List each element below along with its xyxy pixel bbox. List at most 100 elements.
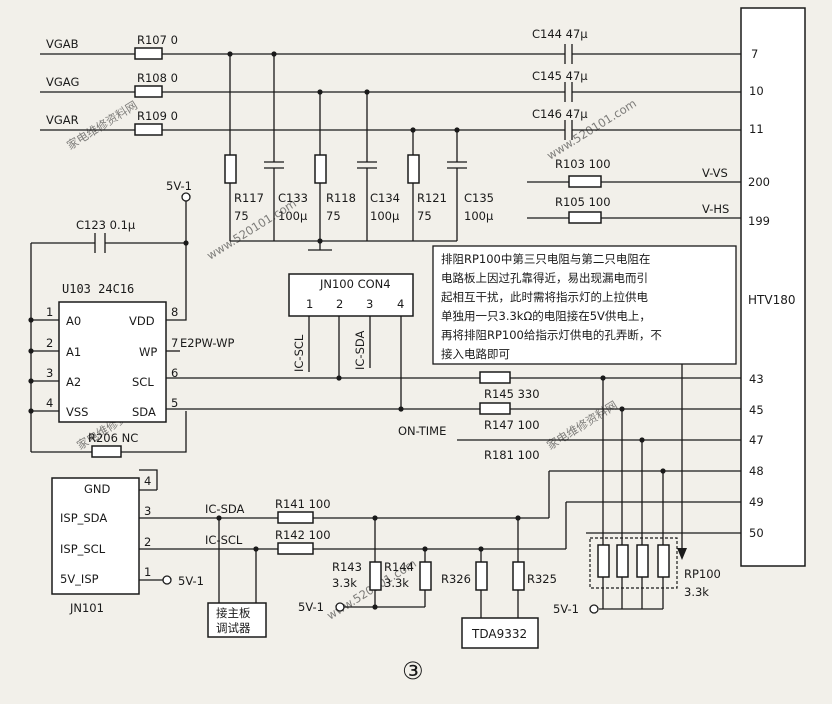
r143-value: 3.3k <box>332 576 357 590</box>
pin-name-scl: SCL <box>132 375 154 389</box>
pin-name-sda: SDA <box>132 405 156 419</box>
r107-label: R107 0 <box>137 33 178 47</box>
on-time-label: ON-TIME <box>398 424 446 438</box>
v-vs-label: V-VS <box>702 166 728 180</box>
resistor-r103 <box>568 175 602 188</box>
note-line: 再将排阻RP100给指示灯供电的孔弄断，不 <box>441 328 662 342</box>
resistor-r108 <box>134 85 163 98</box>
capacitor-c133 <box>264 161 284 169</box>
pin-number: 50 <box>749 526 764 540</box>
r103-label: R103 100 <box>555 157 611 171</box>
jn101-connector: GND ISP_SDA ISP_SCL 5V_ISP 4 3 2 1 JN101… <box>51 469 204 615</box>
resistor-r118 <box>314 154 327 184</box>
r144-label: R144 <box>384 560 414 574</box>
r109-label: R109 0 <box>137 109 178 123</box>
pin-number: 49 <box>749 495 764 509</box>
tda9332-chip <box>461 617 539 649</box>
r121-label: R121 <box>417 191 447 205</box>
pin-number: 7 <box>751 47 758 61</box>
capacitor-c144 <box>564 44 573 64</box>
pin-number: 199 <box>748 214 770 228</box>
v-hs-label: V-HS <box>702 202 729 216</box>
pin-name-isp-sda: ISP_SDA <box>60 511 107 525</box>
watermark-text: www.520101.com <box>204 196 299 262</box>
r121-value: 75 <box>417 209 432 223</box>
note-line: 排阻RP100中第三只电阻与第二只电阻在 <box>441 252 650 266</box>
pin-number: 3 <box>46 366 53 380</box>
pin-name-wp: WP <box>139 345 157 359</box>
r206-label: R206 NC <box>88 431 138 445</box>
mainboard-label: 接主板 <box>216 606 251 620</box>
htv-lower-wiring: R145 330 R147 100 R181 100 ON-TIME <box>398 364 741 560</box>
resistor-r105 <box>568 211 602 224</box>
r118-value: 75 <box>326 209 341 223</box>
note-line: 起相互干扰，此时需将指示灯的上拉供电 <box>441 290 648 304</box>
pin-number: 1 <box>306 297 313 311</box>
pin-number: 47 <box>749 433 764 447</box>
vgab-label: VGAB <box>46 37 79 51</box>
resistor-r325 <box>512 561 525 591</box>
r181-label: R181 100 <box>484 448 540 462</box>
htv180-pin-numbers: 7 10 11 200 199 43 45 47 48 49 50 <box>748 47 770 540</box>
htv180-label: HTV180 <box>748 293 795 307</box>
sync-inputs: R103 100 R105 100 V-VS V-HS <box>527 157 741 224</box>
capacitor-c135 <box>447 161 467 169</box>
resistor-r117 <box>224 154 237 184</box>
resistor-r145 <box>479 371 511 384</box>
vga-input-section: VGAB VGAG VGAR R107 0 R108 0 R109 0 C144… <box>40 27 741 251</box>
note-line: 单独用一只3.3kΩ的电阻接在5V供电上， <box>441 309 651 323</box>
capacitor-c146 <box>564 120 573 140</box>
pin-name-5v-isp: 5V_ISP <box>60 572 99 586</box>
c144-label: C144 47μ <box>532 27 588 41</box>
pin-number: 3 <box>144 504 151 518</box>
pin-number: 10 <box>749 84 764 98</box>
pin-name-a2: A2 <box>66 375 81 389</box>
c145-label: C145 47μ <box>532 69 588 83</box>
vgar-label: VGAR <box>46 113 79 127</box>
pin-number: 5 <box>171 396 178 410</box>
r108-label: R108 0 <box>137 71 178 85</box>
r145-label: R145 330 <box>484 387 540 401</box>
resistor-r141 <box>277 511 314 524</box>
c134-label: C134 <box>370 191 400 205</box>
pin-name-a1: A1 <box>66 345 81 359</box>
pin-name-gnd: GND <box>84 482 111 496</box>
mainboard-debugger-box <box>207 602 267 638</box>
resistor-r147 <box>479 402 511 415</box>
pin-number: 2 <box>46 336 53 350</box>
5v-1-label: 5V-1 <box>178 574 204 588</box>
u103-wiring: C123 0.1μ 5V-1 R206 NC <box>28 179 741 458</box>
jn100-label: JN100 CON4 <box>319 277 391 291</box>
watermark-text: 家电维修资料网 <box>544 398 620 453</box>
resistor-r142 <box>277 542 314 555</box>
pin-number: 4 <box>144 474 151 488</box>
jn100-connector: JN100 CON4 1 2 3 4 IC-SCL IC-SDA <box>288 273 414 412</box>
wp-net-label: E2PW-WP <box>180 336 234 350</box>
vgag-label: VGAG <box>46 75 79 89</box>
mainboard-label: 调试器 <box>216 621 251 635</box>
capacitor-c145 <box>564 82 573 102</box>
pin-number: 7 <box>171 336 178 350</box>
r141-label: R141 100 <box>275 497 331 511</box>
resistor-network-rp100: 5V-1 RP100 3.3k <box>553 537 721 616</box>
pin-number: 43 <box>749 372 764 386</box>
pin-number: 2 <box>336 297 343 311</box>
ic-sda-label: IC-SDA <box>353 330 367 370</box>
pin-number: 1 <box>144 565 151 579</box>
r326-label: R326 <box>441 572 471 586</box>
pin-number: 6 <box>171 366 178 380</box>
pin-number: 45 <box>749 403 764 417</box>
resistor-r326 <box>475 561 488 591</box>
figure-number: ③ <box>402 657 424 685</box>
c133-value: 100μ <box>278 209 308 223</box>
c135-label: C135 <box>464 191 494 205</box>
resistor-r107 <box>134 47 163 60</box>
pin-number: 2 <box>144 535 151 549</box>
r142-label: R142 100 <box>275 528 331 542</box>
r117-value: 75 <box>234 209 249 223</box>
ic-scl-label: IC-SCL <box>292 334 306 372</box>
rp100-value: 3.3k <box>684 585 709 599</box>
pin-number: 3 <box>366 297 373 311</box>
r118-label: R118 <box>326 191 356 205</box>
pin-number: 200 <box>748 175 770 189</box>
